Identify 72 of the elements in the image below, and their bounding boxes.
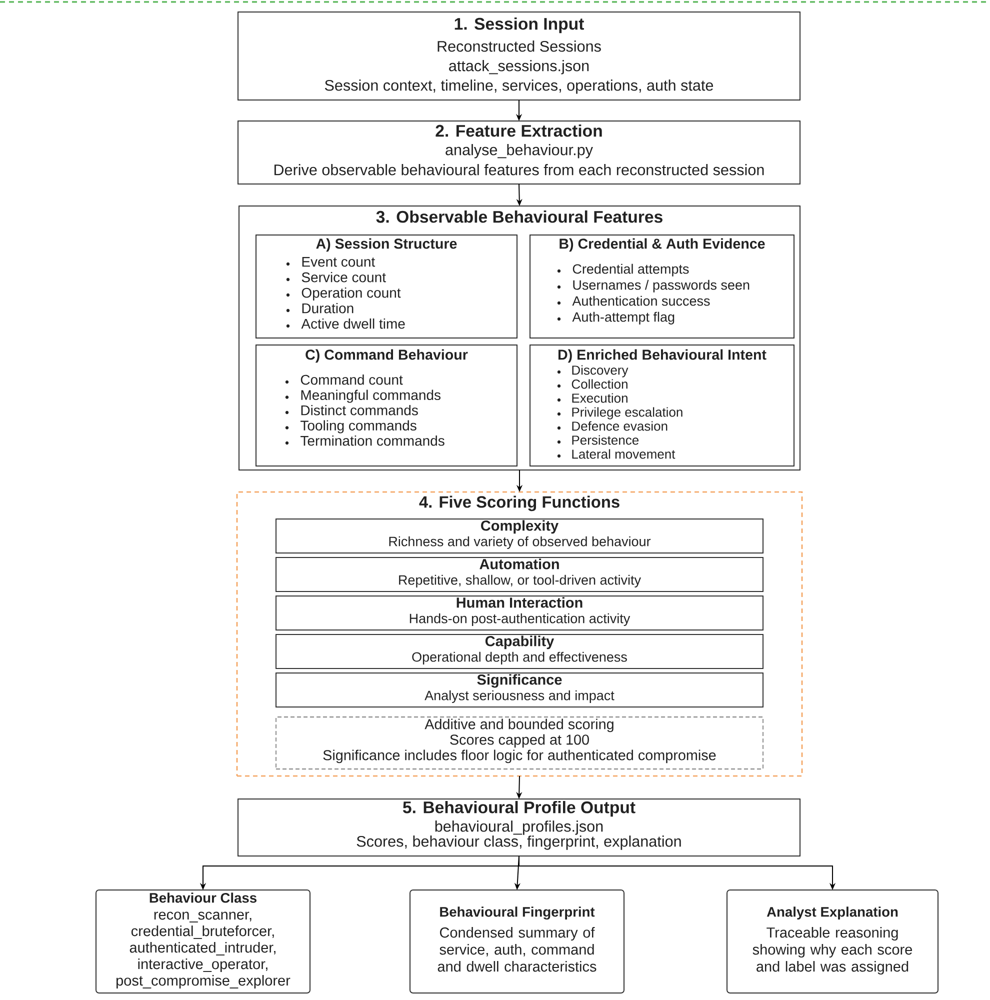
box-title: Automation bbox=[480, 558, 559, 570]
output-box bbox=[410, 890, 624, 994]
box-text: Scores capped at 100 bbox=[450, 734, 589, 748]
list-item: Duration bbox=[302, 302, 354, 314]
box-title: Capability bbox=[485, 636, 554, 650]
box-title: D) Enriched Behavioural Intent bbox=[558, 349, 766, 363]
list-item: Event count bbox=[302, 257, 376, 267]
box-text: Analyst seriousness and impact bbox=[424, 690, 614, 703]
list-item: Operation count bbox=[302, 287, 401, 301]
note-box bbox=[276, 716, 764, 770]
list-item: Persistence bbox=[572, 435, 639, 445]
list-item: Lateral movement bbox=[572, 449, 676, 459]
box-title: 2. Feature Extraction bbox=[436, 124, 602, 137]
score-box bbox=[276, 518, 764, 554]
box-text: recon_scanner, credential_bruteforcer, authenticated_intruder, interactive_operator, post_compromise_explorer bbox=[116, 912, 290, 989]
process-box bbox=[238, 798, 801, 856]
score-box bbox=[276, 596, 764, 630]
box-text: Condensed summary of service, auth, command and dwell characteristics bbox=[438, 927, 596, 972]
box-text: Traceable reasoning showing why each score and label was assigned bbox=[752, 927, 912, 975]
box-text: analyse_behaviour.py bbox=[446, 144, 593, 158]
score-box bbox=[276, 634, 764, 669]
list-item: Service count bbox=[302, 272, 386, 282]
box-text: Operational depth and effectiveness bbox=[412, 652, 627, 664]
box-text: attack_sessions.json bbox=[449, 60, 589, 74]
score-box bbox=[276, 672, 764, 708]
output-box bbox=[96, 890, 310, 994]
box-title: Analyst Explanation bbox=[766, 906, 898, 920]
box-text: Additive and bounded scoring bbox=[424, 718, 614, 732]
box-text: Significance includes floor logic for authenticated compromise bbox=[323, 750, 716, 764]
list-item: Collection bbox=[572, 379, 628, 389]
output-box bbox=[726, 890, 939, 994]
feature-box bbox=[530, 234, 794, 338]
box-title: Behaviour Class bbox=[150, 892, 256, 903]
score-box bbox=[276, 557, 764, 592]
box-text: Session context, timeline, services, operations, auth state bbox=[324, 80, 714, 94]
list-item: Discovery bbox=[572, 365, 628, 378]
list-item: Distinct commands bbox=[301, 404, 418, 416]
process-box bbox=[238, 120, 801, 184]
list-item: Termination commands bbox=[300, 435, 444, 446]
feature-box bbox=[256, 234, 518, 338]
box-text: Scores, behaviour class, fingerprint, explanation bbox=[356, 836, 681, 850]
box-title: B) Credential & Auth Evidence bbox=[560, 238, 765, 252]
list-item: Defence evasion bbox=[572, 421, 668, 431]
box-text: Richness and variety of observed behaviour bbox=[389, 536, 651, 549]
list-item: Execution bbox=[572, 393, 628, 403]
list-item: Command count bbox=[300, 374, 403, 385]
list-item: Credential attempts bbox=[572, 264, 689, 276]
list-item: Privilege escalation bbox=[572, 407, 682, 420]
box-title: Behavioural Fingerprint bbox=[440, 906, 595, 920]
box-text: Repetitive, shallow, or tool-driven activity bbox=[399, 574, 641, 588]
list-item: Auth-attempt flag bbox=[572, 312, 674, 324]
box-title: A) Session Structure bbox=[316, 238, 457, 252]
box-text: Reconstructed Sessions bbox=[438, 40, 601, 52]
box-title: Significance bbox=[477, 674, 562, 688]
feature-box bbox=[530, 344, 794, 466]
box-title: 5. Behavioural Profile Output bbox=[403, 800, 636, 817]
list-item: Active dwell time bbox=[301, 318, 405, 329]
feature-box bbox=[256, 344, 518, 466]
list-item: Authentication success bbox=[572, 296, 710, 306]
box-title: C) Command Behaviour bbox=[306, 349, 468, 363]
box-text: Derive observable behavioural features from each reconstructed session bbox=[274, 164, 764, 176]
box-text: behavioural_profiles.json bbox=[435, 820, 603, 835]
box-title: 4. Five Scoring Functions bbox=[419, 496, 620, 512]
list-item: Usernames / passwords seen bbox=[573, 280, 750, 292]
box-title: Complexity bbox=[481, 520, 558, 534]
box-title: 3. Observable Behavioural Features bbox=[376, 210, 662, 223]
process-box bbox=[238, 11, 801, 100]
list-item: Meaningful commands bbox=[301, 390, 440, 403]
box-text: Hands-on post-authentication activity bbox=[410, 613, 630, 626]
box-title: 1. Session Input bbox=[454, 17, 584, 34]
list-item: Tooling commands bbox=[300, 420, 416, 434]
box-title: Human Interaction bbox=[456, 597, 582, 608]
